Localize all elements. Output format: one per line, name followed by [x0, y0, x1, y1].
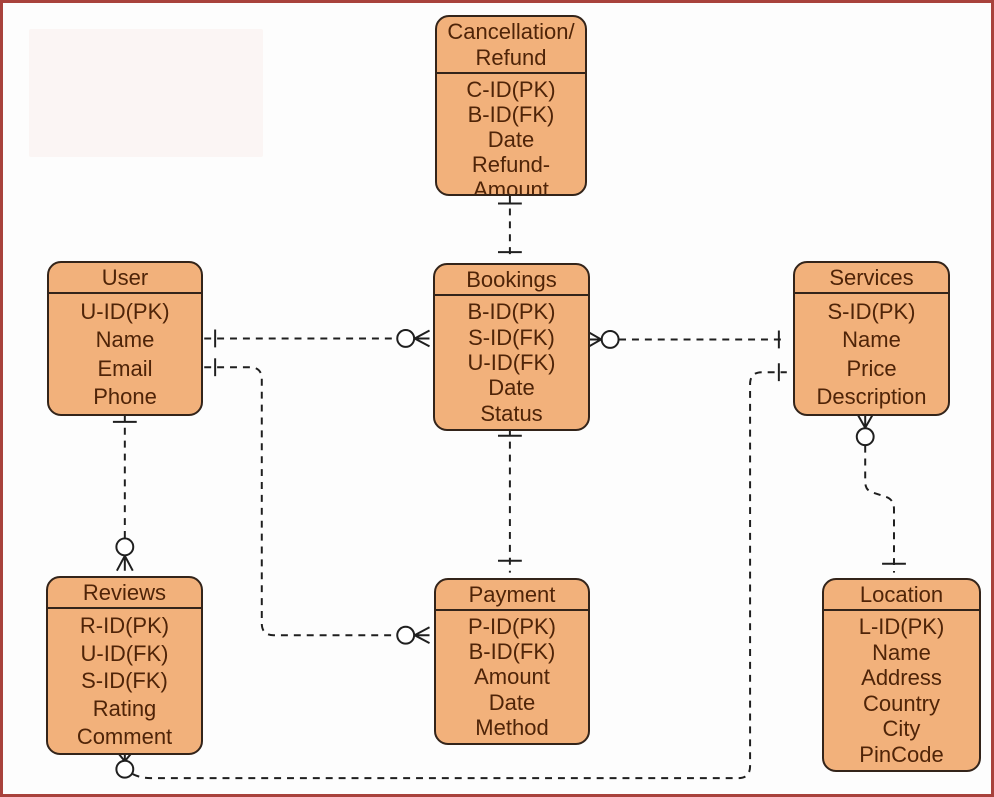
connector-line — [204, 366, 397, 637]
entity-title: Payment — [436, 580, 588, 611]
entity-attribute: B-ID(FK) — [468, 639, 556, 665]
entity-attribute: Comment — [76, 723, 173, 749]
connector-user-payment — [204, 358, 430, 645]
entity-attribute: City — [882, 716, 921, 742]
entity-attribute: Name — [95, 327, 155, 353]
entity-attribute: PinCode — [859, 741, 944, 767]
entity-title: User — [49, 263, 201, 294]
entity-title: Reviews — [48, 578, 201, 609]
entity-attribute: B-ID(PK) — [467, 299, 556, 325]
connector-bookings-cancellation — [497, 195, 522, 260]
entity-attribute: Phone — [93, 384, 157, 410]
entity-attribute: Method — [475, 714, 549, 740]
entity-attribute: U-ID(FK) — [80, 640, 169, 666]
relationship-connectors-layer — [112, 195, 906, 780]
many-crowfoot-icon — [116, 555, 134, 572]
many-crowfoot-icon — [414, 329, 430, 348]
entity-attribute: Rating — [92, 696, 157, 722]
entity-attribute: Price — [846, 355, 897, 381]
connector-user-reviews — [112, 414, 137, 572]
entity-attribute: P-ID(PK) — [468, 614, 556, 640]
connector-line — [864, 445, 895, 573]
connector-services-location — [855, 413, 906, 573]
entity-title: Location — [824, 580, 979, 611]
entity-attribute: U-ID(PK) — [80, 298, 170, 324]
entity-attribute: C-ID(PK) — [466, 77, 556, 102]
connector-user-bookings — [204, 329, 430, 348]
entity-attribute: U-ID(FK) — [467, 349, 556, 375]
entity-attribute: Date — [488, 375, 535, 401]
zero-circle — [115, 759, 135, 779]
entity-title: Cancellation/Refund — [437, 17, 585, 74]
entity-attribute: Name — [842, 327, 901, 353]
entity-attribute: S-ID(FK) — [81, 668, 168, 694]
entity-attribute: R-ID(PK) — [79, 613, 170, 639]
entity-attribute: Amount — [474, 664, 550, 690]
zero-circle — [396, 625, 416, 645]
entity-title: Services — [795, 263, 948, 294]
entity-attribute: Status — [480, 400, 543, 426]
entity-attribute: Description — [816, 384, 927, 410]
entity-attribute: Refund-Amount — [471, 152, 551, 196]
zero-circle — [600, 330, 620, 349]
entity-attribute: S-ID(FK) — [468, 324, 555, 350]
entity-attribute: S-ID(PK) — [827, 298, 916, 324]
zero-circle — [855, 427, 875, 447]
entity-attribute: Date — [488, 689, 536, 715]
zero-circle — [115, 537, 135, 557]
entity-attribute: Country — [862, 690, 941, 716]
connector-bookings-services — [586, 330, 787, 349]
watermark-patch — [29, 29, 263, 157]
entity-cancellation-refund: Cancellation/Refund C-ID(PK)B-ID(FK)Date… — [435, 15, 587, 196]
entity-attribute: L-ID(PK) — [858, 614, 945, 640]
entity-attribute: Email — [97, 355, 153, 381]
entity-title: Bookings — [435, 265, 588, 296]
zero-circle — [396, 329, 416, 348]
many-crowfoot-icon — [414, 626, 430, 645]
entity-attribute: Name — [872, 639, 931, 665]
many-crowfoot-icon — [856, 413, 875, 429]
entity-attribute: B-ID(FK) — [467, 102, 555, 127]
connector-bookings-payment — [497, 428, 522, 573]
entity-attribute: Date — [487, 127, 535, 152]
entity-attribute: Address — [861, 665, 942, 691]
